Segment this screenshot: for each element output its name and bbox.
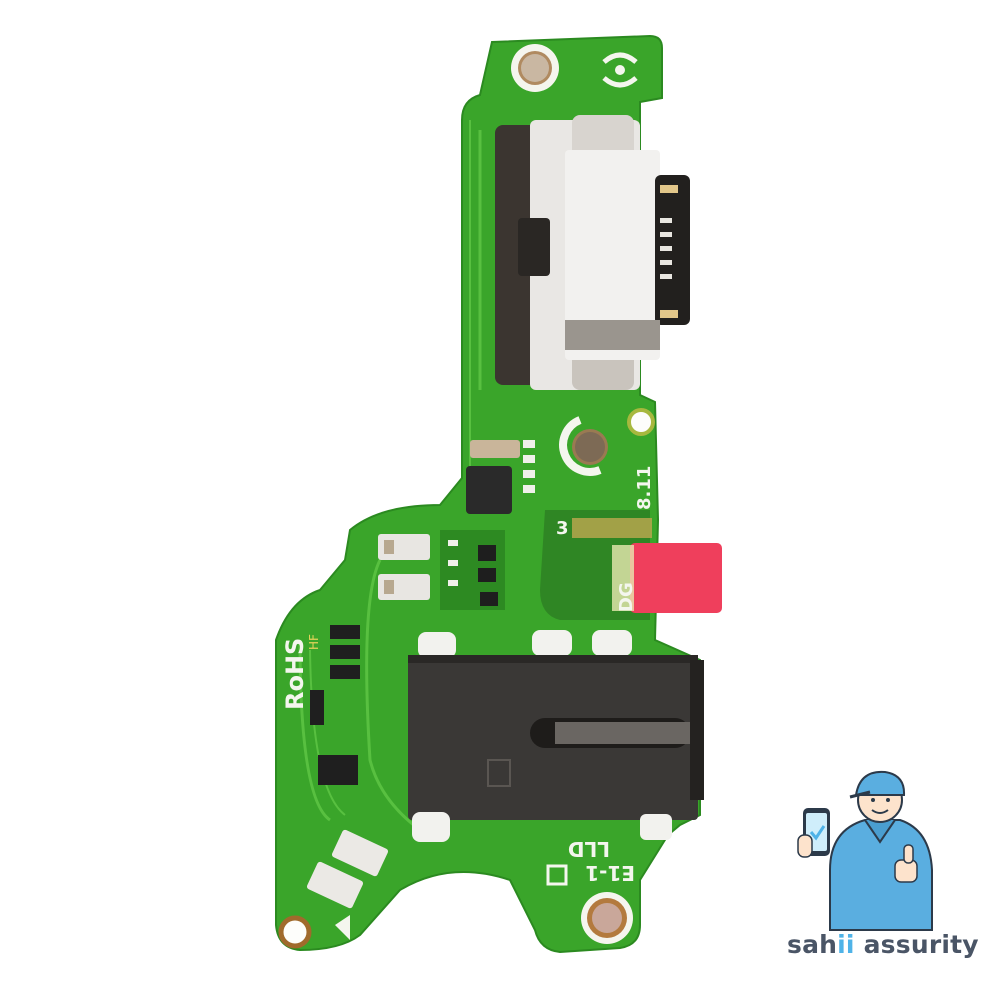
antenna-logo-icon bbox=[602, 52, 638, 88]
ic-chip bbox=[466, 440, 535, 514]
usb-type-c-connector bbox=[495, 115, 690, 390]
brand-suffix: assurity bbox=[854, 930, 979, 959]
brand-highlight: ii bbox=[837, 930, 855, 959]
digit-label: 3 bbox=[556, 518, 569, 539]
mounting-hole-top bbox=[511, 44, 559, 92]
audio-jack bbox=[408, 630, 704, 842]
part-label: LLD bbox=[568, 837, 610, 861]
mounting-hole-bottom bbox=[581, 892, 633, 944]
lower-left-pads bbox=[278, 829, 389, 949]
hf-label: HF bbox=[307, 634, 321, 650]
revision-label: E1-1 bbox=[585, 861, 635, 885]
mascot-illustration bbox=[797, 770, 933, 931]
version-label: 8.11 bbox=[634, 466, 655, 510]
brand-prefix: sah bbox=[787, 930, 838, 959]
mounting-hole-side bbox=[559, 408, 655, 476]
brand-logo-text: sahii assurity bbox=[787, 930, 979, 959]
red-sticker bbox=[612, 543, 722, 613]
dg-label: DG bbox=[616, 582, 637, 612]
rohs-label: RoHS bbox=[281, 638, 309, 710]
smd-components bbox=[310, 530, 505, 785]
